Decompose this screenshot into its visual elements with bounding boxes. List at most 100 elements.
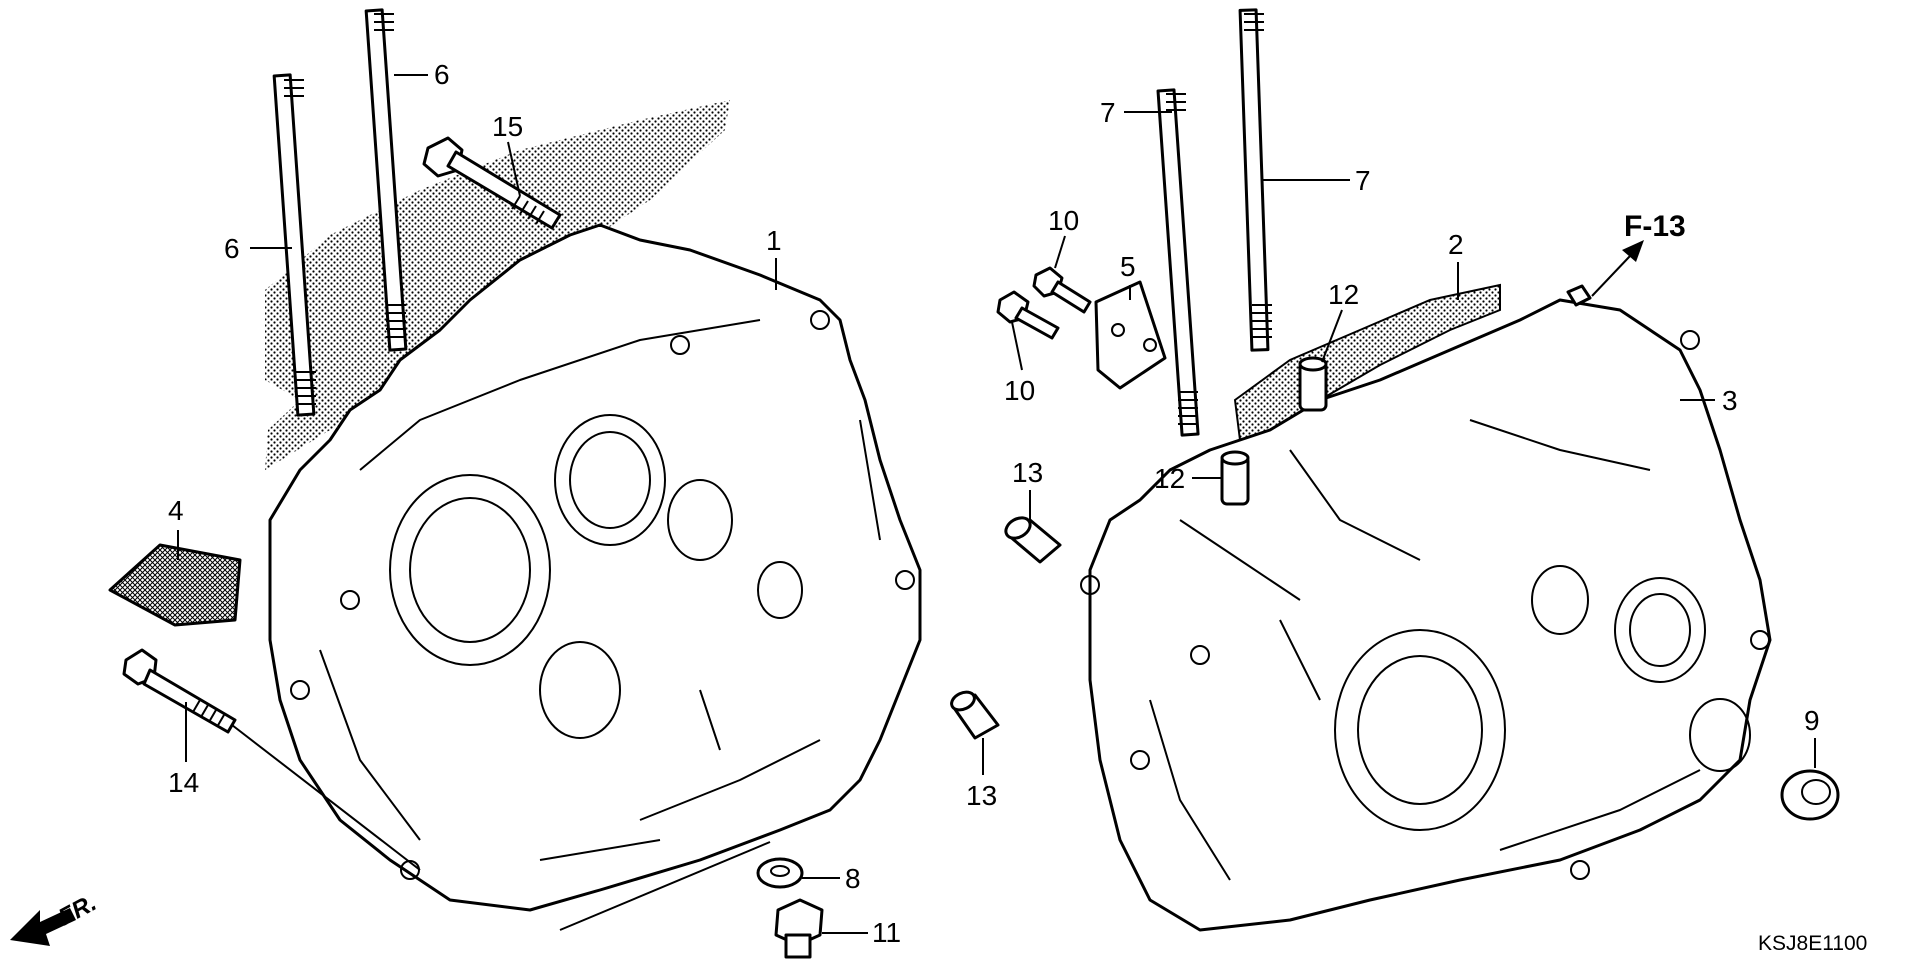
right-crankcase-bolt-hole-2	[1190, 645, 1210, 665]
left-crankcase-bolt-hole-4	[895, 570, 915, 590]
leader-11-extension	[559, 841, 771, 931]
bolt-10-lower-shank	[1014, 306, 1060, 340]
label-part-5: 5	[1120, 251, 1136, 282]
part-labels: 1 2 3 4 5 6 6 7 7 8 9 10 10 11 12 12 13 …	[168, 59, 1820, 948]
right-crankcase-bolt-hole-5	[1750, 630, 1770, 650]
stud-bolt-7-rear-thread	[1244, 13, 1272, 338]
left-crankcase-bore-large	[389, 474, 551, 666]
stud-bolt-6-rear-thread	[374, 13, 406, 338]
stud-bolt-6-front	[272, 73, 316, 417]
stud-bolts-6	[272, 8, 408, 417]
left-crankcase-bore-large-inner	[409, 497, 531, 643]
flange-bolt-14-shank	[142, 668, 237, 734]
sealing-washer-8-outer	[756, 857, 804, 889]
label-part-6-front: 6	[224, 233, 240, 264]
label-part-14: 14	[168, 767, 199, 798]
bolt-10-upper-shank	[1050, 280, 1092, 314]
oil-seal-9	[1780, 769, 1840, 821]
stud-bolt-6-rear	[364, 8, 408, 352]
label-part-9: 9	[1804, 705, 1820, 736]
dowel-pin-12-upper-end	[1298, 356, 1328, 372]
left-crankcase-bolt-hole-1	[340, 590, 360, 610]
left-crankcase-ribs	[319, 319, 881, 861]
left-crankcase-bore-top-inner	[569, 431, 651, 529]
sealing-washer-8-inner	[770, 865, 790, 877]
right-crankcase-assembly	[1080, 283, 1772, 932]
reference-label-f13: F-13	[1624, 210, 1686, 243]
leader-10a	[1054, 235, 1066, 269]
right-crankcase-ribs	[1149, 419, 1701, 881]
bolts-10	[996, 266, 1092, 340]
flange-bolt-14	[122, 648, 421, 871]
label-part-10-lower: 10	[1004, 375, 1035, 406]
drain-bolt-11	[774, 898, 824, 959]
label-part-12-lower: 12	[1154, 463, 1185, 494]
label-part-15: 15	[492, 111, 523, 142]
right-crankcase-body	[1088, 298, 1772, 932]
label-part-6-rear: 6	[434, 59, 450, 90]
flange-bolt-14-thread	[192, 699, 225, 728]
oil-screen-4-shape	[108, 543, 242, 627]
dowel-pin-13-left-end	[950, 690, 976, 712]
label-part-13-left: 13	[966, 780, 997, 811]
right-crankcase-bolt-hole-6	[1570, 860, 1590, 880]
flange-bolt-15	[422, 136, 562, 230]
front-arrow-icon	[10, 908, 76, 946]
label-part-4: 4	[168, 495, 184, 526]
dowel-pin-13-left	[950, 690, 1000, 740]
setting-plate-5	[1094, 280, 1167, 390]
drain-bolt-11-thread	[784, 933, 812, 959]
stud-bolt-7-rear	[1238, 8, 1270, 352]
label-part-1: 1	[766, 225, 782, 256]
leader-12a	[1321, 309, 1343, 363]
label-part-7-front: 7	[1100, 97, 1116, 128]
left-crankcase-bolt-hole-6	[670, 335, 690, 355]
oil-screen-4	[108, 543, 242, 627]
sealing-washer-8	[756, 857, 804, 889]
label-part-7-rear: 7	[1355, 165, 1371, 196]
leader-ref-f13	[1591, 255, 1631, 297]
leader-lines	[177, 74, 1816, 934]
flange-bolt-15-shank	[446, 150, 562, 230]
right-crankcase-bore-large	[1334, 629, 1506, 831]
flange-bolt-14-leader-to-case	[231, 724, 421, 871]
right-crankcase-bolt-hole-1	[1080, 575, 1100, 595]
leader-15	[507, 141, 521, 197]
dowel-pins-12	[1220, 356, 1328, 506]
left-crankcase-bolt-hole-2	[290, 680, 310, 700]
label-part-11: 11	[872, 917, 901, 948]
left-crankcase-bore-small	[667, 479, 733, 561]
front-direction-indicator: FR.	[10, 889, 101, 946]
label-part-3: 3	[1722, 385, 1738, 416]
dowel-pin-13-right	[1004, 516, 1062, 564]
diagram-code: KSJ8E1100	[1758, 932, 1867, 955]
right-crankcase-pin	[1566, 284, 1592, 307]
oil-seal-9-inner	[1801, 779, 1831, 805]
left-crankcase-assembly	[265, 100, 922, 912]
label-part-10-upper: 10	[1048, 205, 1079, 236]
setting-plate-5-shape	[1094, 280, 1167, 390]
right-crankcase-bore-mid	[1531, 565, 1589, 635]
left-crankcase-bolt-hole-5	[810, 310, 830, 330]
setting-plate-5-hole-2	[1143, 338, 1157, 352]
stud-bolts-7	[1156, 8, 1272, 437]
right-crankcase-bolt-hole-4	[1680, 330, 1700, 350]
left-crankcase-bore-right	[757, 561, 803, 619]
label-part-8: 8	[845, 863, 861, 894]
right-crankcase-bore-lower	[1689, 698, 1751, 772]
dowel-pin-12-lower-end	[1220, 450, 1250, 466]
right-crankcase-bore-large-inner	[1357, 655, 1483, 805]
stud-bolt-6-front-thread	[284, 79, 316, 405]
leader-10b	[1011, 321, 1023, 371]
left-crankcase-bore-top	[554, 414, 666, 546]
left-crankcase-body	[268, 223, 922, 912]
label-part-2: 2	[1448, 229, 1464, 260]
setting-plate-5-hole-1	[1111, 323, 1125, 337]
left-crankcase-bore-lower	[539, 641, 621, 739]
flange-bolt-15-thread	[511, 195, 545, 225]
label-part-12-upper: 12	[1328, 279, 1359, 310]
reference-arrowhead	[1622, 240, 1644, 262]
label-part-13-right: 13	[1012, 457, 1043, 488]
stud-bolt-7-front-thread	[1166, 93, 1198, 425]
